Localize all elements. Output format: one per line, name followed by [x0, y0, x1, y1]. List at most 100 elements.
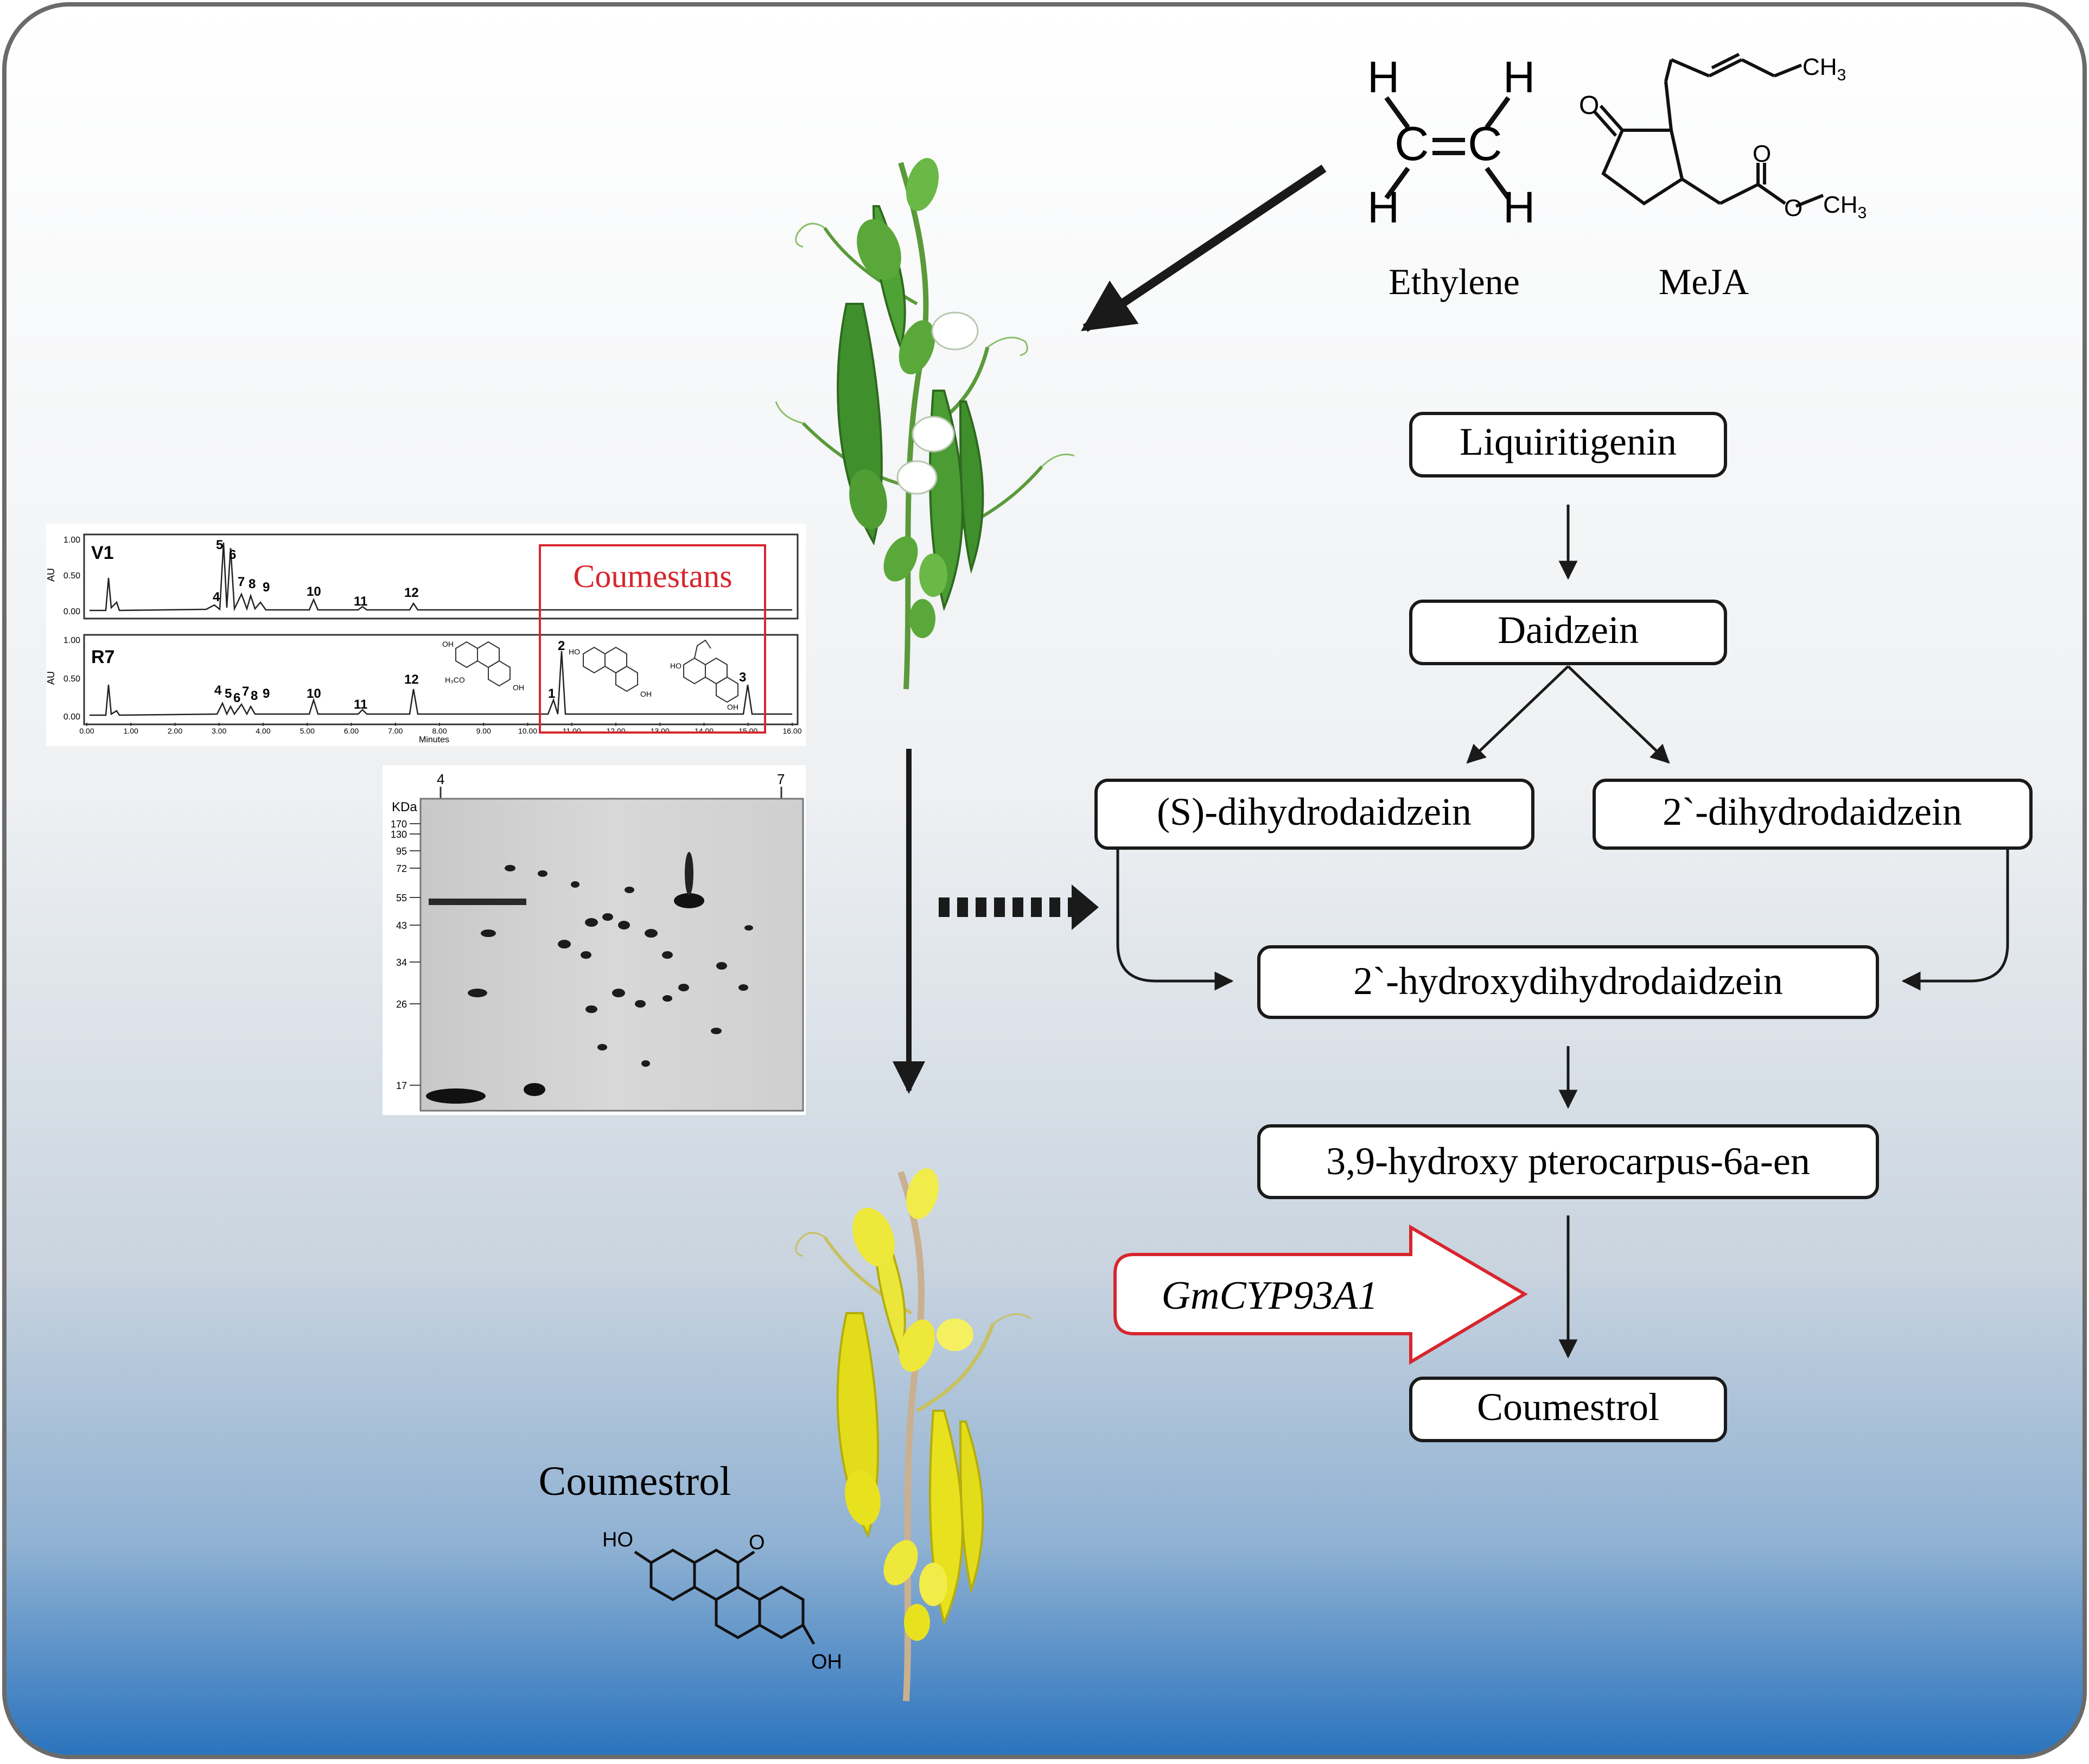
meja-ch3-top: CH3: [1803, 54, 1846, 84]
hplc-structure-2: [583, 646, 638, 692]
gene-label: GmCYP93A1: [1162, 1273, 1378, 1318]
ethylene-h-top-right: H: [1503, 53, 1535, 102]
gel-pi-right: 7: [777, 771, 785, 787]
hplc-x-tick-label: 13.00: [651, 727, 670, 735]
hplc-trace-r7-box: [83, 634, 799, 725]
node-hydroxy-pterocarpus-box: [1257, 1124, 1879, 1199]
meja-structure: [1593, 53, 1824, 208]
node-liquiritigenin: Liquiritigenin: [1460, 420, 1677, 463]
hplc-y-tick-v1-top: 1.00: [63, 536, 80, 545]
hplc-r7-peak-7: 7: [242, 684, 249, 699]
hplc-x-tick-label: 16.00: [782, 727, 801, 735]
node-2-dihydrodaidzein-box: [1593, 779, 2033, 850]
hplc-trace-r7-name: R7: [91, 647, 114, 667]
hplc-trace-v1-name: V1: [91, 543, 114, 563]
green-pea-plant: [775, 158, 1075, 690]
ethylene-structure: H H H H C C: [1367, 53, 1535, 232]
coumestrol-ho: HO: [602, 1529, 633, 1551]
node-hydroxy-pterocarpus: 3,9-hydroxy pterocarpus-6a-en: [1326, 1139, 1810, 1183]
gel-marker-label: 34: [396, 957, 407, 968]
hplc-r7-peak-1: 1: [548, 686, 555, 701]
hplc-x-tick-label: 6.00: [344, 727, 359, 735]
hplc-structure-3: [683, 639, 738, 703]
hplc-structure-1-oh: OH: [442, 640, 454, 648]
coumestans-label: Coumestans: [573, 558, 732, 594]
ethylene-h-top-left: H: [1367, 53, 1399, 102]
node-hydroxydihydrodaidzein: 2`-hydroxydihydrodaidzein: [1353, 959, 1783, 1003]
hplc-x-tick-label: 2.00: [168, 727, 182, 735]
dashed-arrow: [939, 884, 1099, 930]
hplc-x-tick-label: 12.00: [606, 727, 625, 735]
hplc-v1-peak-12: 12: [404, 585, 419, 600]
hplc-v1-peak-4: 4: [213, 590, 220, 604]
meja-o-carbonyl: O: [1753, 141, 1771, 167]
coumestrol-o-carbonyl: O: [749, 1531, 765, 1554]
hplc-x-tick-label: 4.00: [256, 727, 270, 735]
hplc-panel: V1 R7 AU AU 1.00 0.50 0.00 1.00 0.50 0.0…: [46, 524, 806, 746]
gel-marker-label: 55: [396, 893, 407, 903]
ethylene-label: Ethylene: [1389, 261, 1520, 302]
hplc-x-tick-label: 14.00: [695, 727, 714, 735]
node-s-dihydrodaidzein: (S)-dihydrodaidzein: [1157, 790, 1472, 833]
gel-image: [419, 798, 804, 1112]
hplc-y-tick-v1-bottom: 0.00: [63, 607, 80, 616]
gel-unit: KDa: [392, 800, 417, 814]
coumestrol-structure: [634, 1549, 816, 1645]
hplc-structure-1: [455, 641, 511, 687]
ethylene-c-left: C: [1394, 117, 1429, 170]
gel-marker-label: 130: [391, 829, 407, 840]
hplc-axis-unit-v1: AU: [46, 568, 56, 582]
hplc-x-tick-label: 8.00: [432, 727, 447, 735]
hplc-structure-3-oh: OH: [727, 703, 738, 711]
node-hydroxydihydrodaidzein-box: [1257, 945, 1879, 1019]
hplc-structure-2-ho: HO: [569, 647, 580, 656]
hplc-r7-peak-11: 11: [354, 697, 367, 712]
hplc-y-tick-r7-top: 1.00: [63, 636, 80, 645]
hplc-structure-1-oh2: OH: [513, 683, 524, 692]
hplc-v1-peak-6: 6: [229, 547, 236, 562]
hplc-v1-peak-9: 9: [263, 580, 270, 595]
meja-label: MeJA: [1659, 261, 1749, 302]
hplc-r7-peak-3: 3: [739, 670, 746, 685]
hplc-x-tick-label: 15.00: [738, 727, 757, 735]
node-coumestrol-box: [1409, 1377, 1727, 1442]
pathway: Liquiritigenin Daidzein (S)-dihydrodaidz…: [1094, 412, 2033, 1442]
hplc-x-tick-label: 7.00: [388, 727, 403, 735]
hplc-v1-peak-8: 8: [249, 577, 256, 591]
node-2-dihydrodaidzein: 2`-dihydrodaidzein: [1663, 790, 1962, 833]
gel-marker-label: 43: [396, 920, 407, 931]
node-coumestrol: Coumestrol: [1477, 1385, 1659, 1429]
ethylene-c-right: C: [1468, 117, 1502, 170]
hplc-y-tick-v1-mid: 0.50: [63, 571, 80, 581]
hplc-x-tick-label: 11.00: [563, 727, 581, 735]
hplc-r7-peak-2: 2: [558, 639, 565, 653]
hplc-trace-v1-line: [90, 542, 792, 612]
coumestrol-oh: OH: [811, 1651, 842, 1673]
hplc-trace-v1-box: [83, 533, 799, 620]
hplc-x-tick-label: 1.00: [124, 727, 138, 735]
hplc-structure-2-oh: OH: [640, 690, 652, 698]
hplc-x-tick-label: 3.00: [212, 727, 226, 735]
hplc-v1-peak-5: 5: [216, 538, 223, 552]
hplc-r7-peak-5: 5: [225, 686, 232, 701]
meja-o-ketone: O: [1579, 91, 1599, 120]
hplc-x-tick-label: 9.00: [476, 727, 491, 735]
node-liquiritigenin-box: [1409, 412, 1727, 477]
hplc-x-tick-label: 5.00: [300, 727, 315, 735]
hplc-y-tick-r7-bottom: 0.00: [63, 712, 80, 722]
hplc-v1-peak-11: 11: [354, 594, 367, 609]
hplc-v1-peak-7: 7: [238, 575, 245, 589]
hplc-y-tick-r7-mid: 0.50: [63, 674, 80, 684]
hplc-v1-peak-10: 10: [307, 584, 321, 599]
gel-marker-label: 17: [396, 1080, 407, 1091]
gel-marker-label: 72: [396, 863, 407, 874]
gel-marker-label: 95: [396, 846, 407, 857]
meja-o-ester: O: [1784, 195, 1803, 221]
yellow-pea-plant: [795, 1168, 1031, 1702]
hplc-r7-peak-12: 12: [404, 672, 419, 687]
gel-marker-label: 170: [391, 819, 407, 830]
